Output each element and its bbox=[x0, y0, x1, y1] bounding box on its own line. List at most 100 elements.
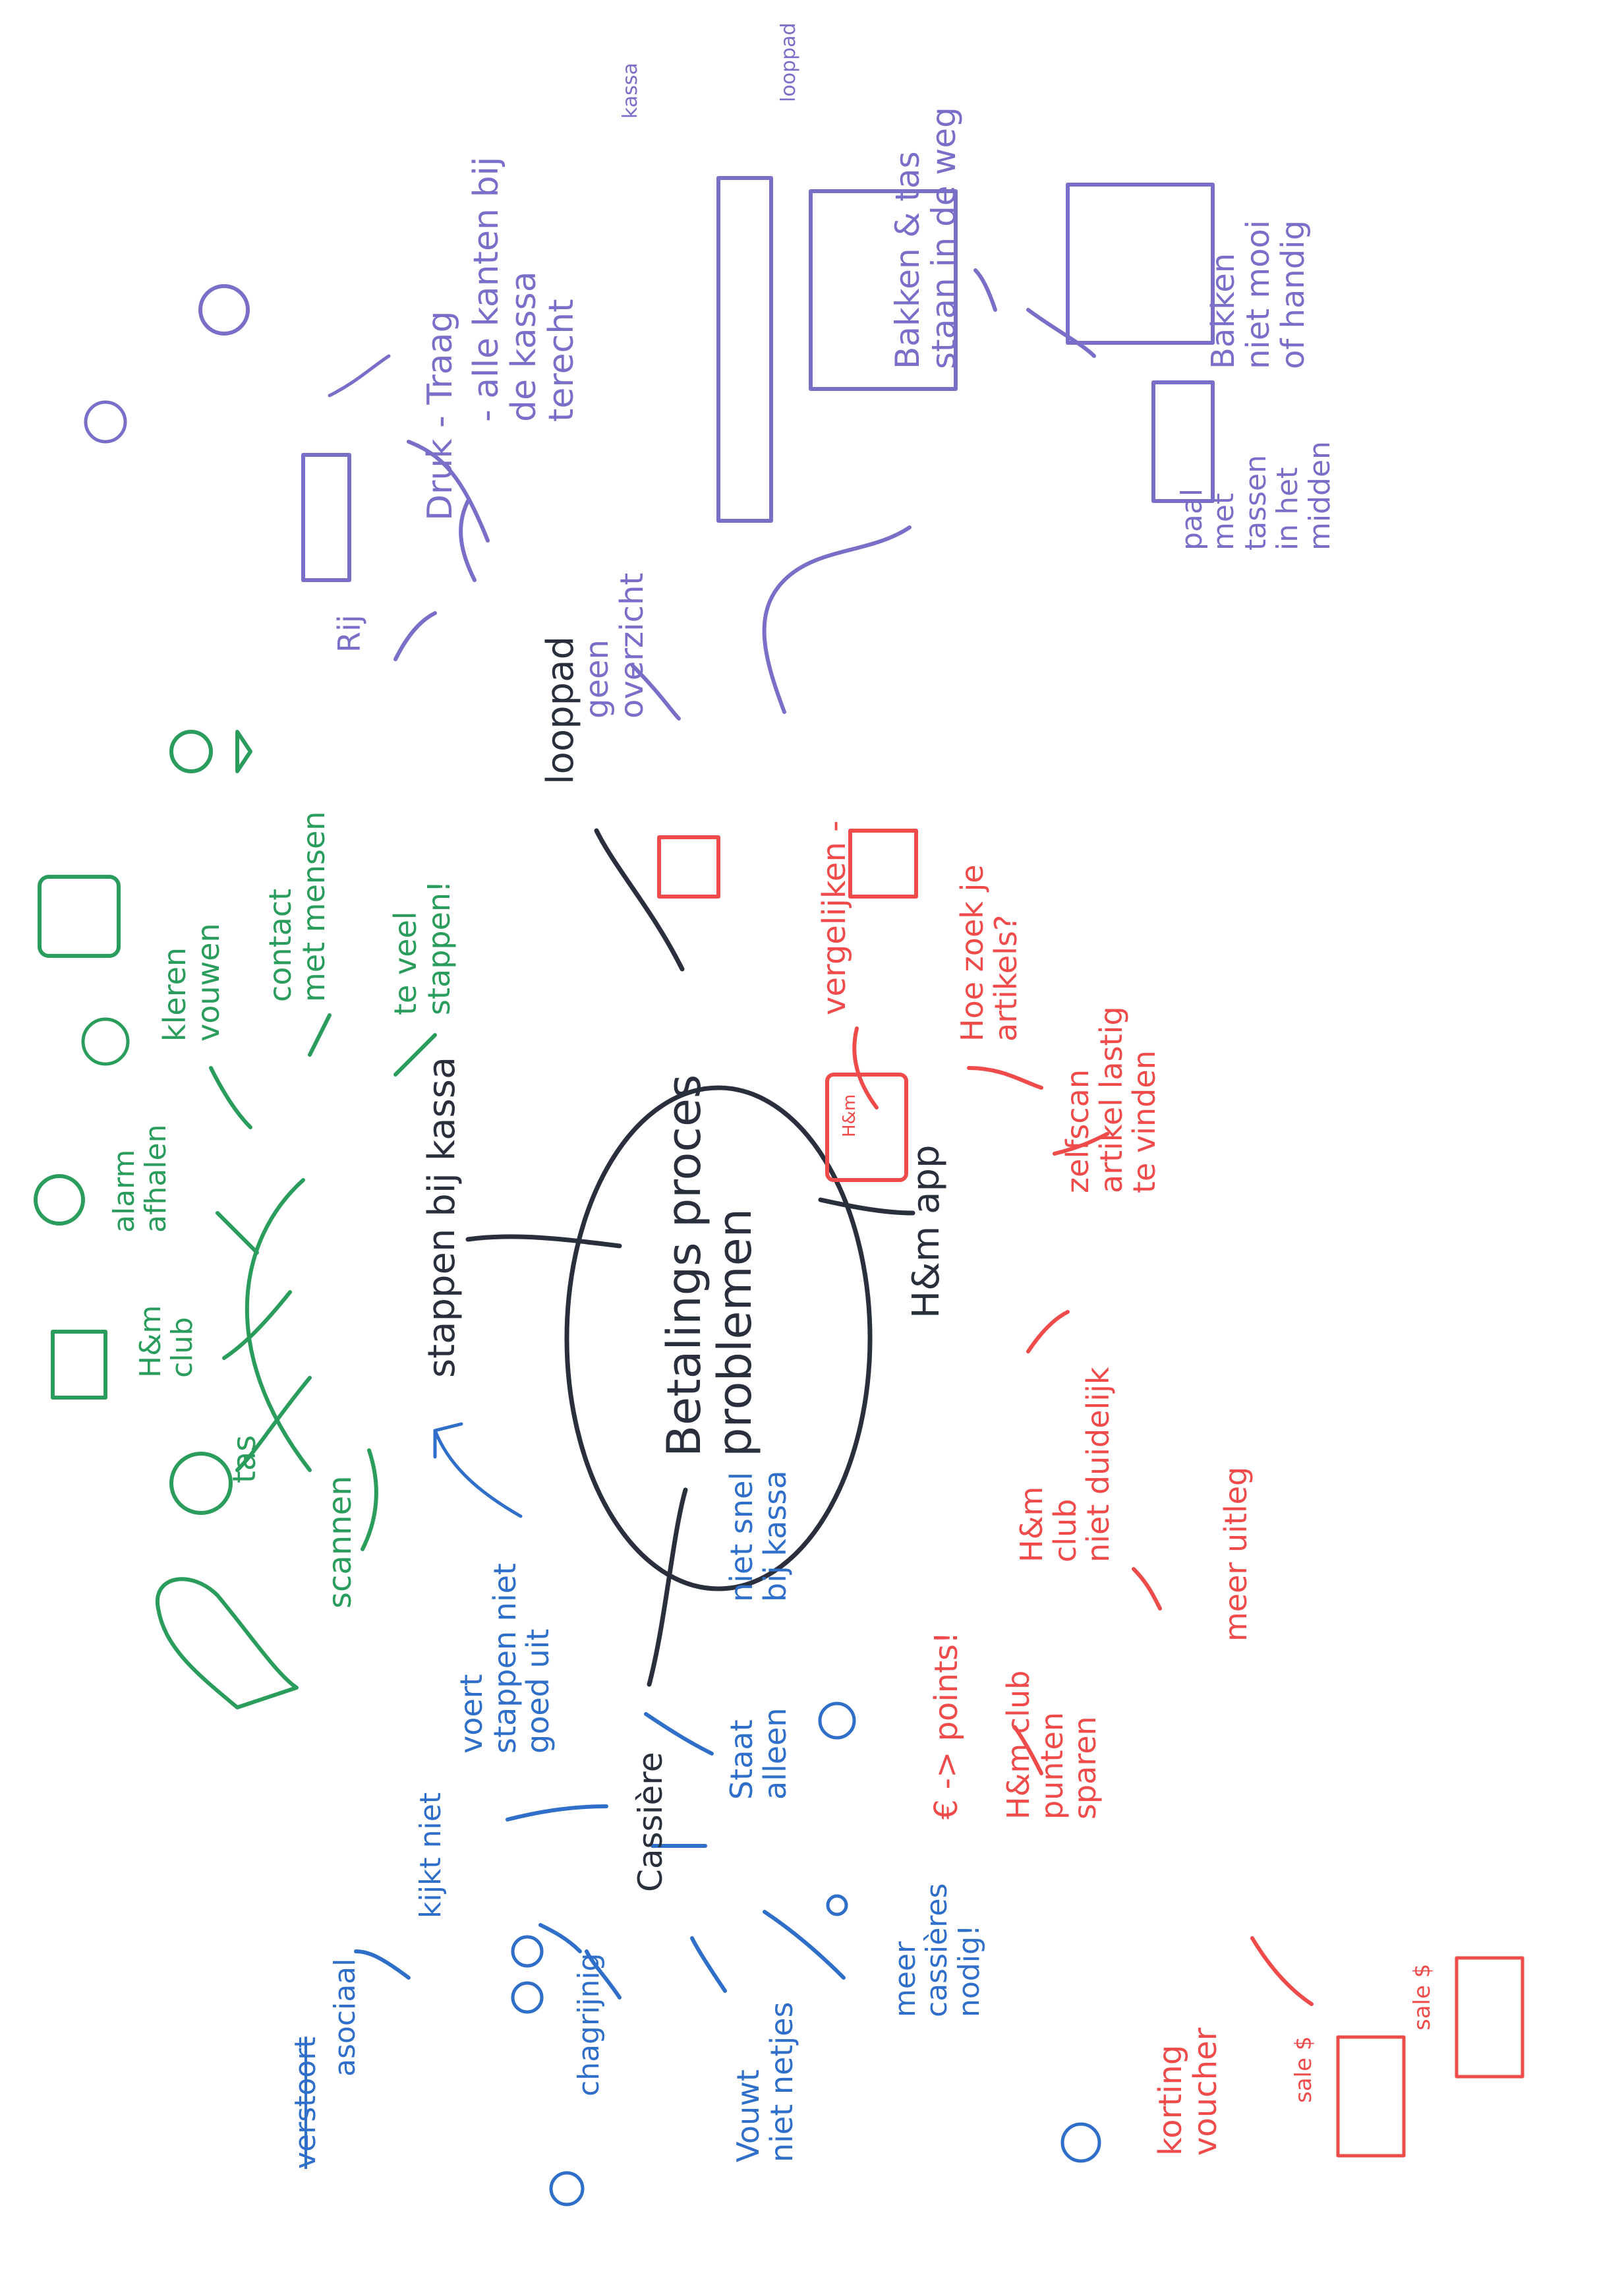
note-points-line-1: € -> points! bbox=[928, 1631, 965, 1820]
central-topic: Betalings proces problemen bbox=[657, 1075, 762, 1457]
note-kijkt-line-1: kijkt niet bbox=[414, 1792, 448, 1918]
note-meer-line-3: nodig! bbox=[952, 1924, 986, 2017]
cassiere-arrow-shaft bbox=[433, 1429, 523, 1518]
note-druk: Druk - Traag bbox=[420, 311, 460, 521]
cassiere-line-asociaal bbox=[354, 1949, 411, 1980]
note-hm-club-line-1: H&m bbox=[134, 1305, 167, 1378]
note-punten-line-3: sparen bbox=[1067, 1716, 1103, 1820]
note-te-veel-line-2: stappen! bbox=[420, 880, 457, 1015]
note-rij-line-1: Rij bbox=[332, 614, 367, 653]
note-rij: Rij bbox=[332, 614, 367, 653]
note-kassa-note: kassa bbox=[619, 63, 642, 119]
note-korting-line-2: voucher bbox=[1186, 2027, 1224, 2156]
note-staat-line-1: Staat bbox=[724, 1719, 759, 1800]
cassiere-line-voert bbox=[506, 1804, 608, 1821]
basket-icon bbox=[1066, 183, 1215, 345]
branch-label-cassiere-text: Cassière bbox=[631, 1752, 670, 1892]
cassiere-line-kijkt bbox=[538, 1923, 582, 1953]
cassiere-arrow-head bbox=[433, 1422, 463, 1459]
bag-pole-icon bbox=[1151, 380, 1215, 503]
note-punten-line-2: punten bbox=[1033, 1712, 1070, 1820]
note-tas-line-1: tas bbox=[226, 1435, 263, 1483]
note-contact-line-1: contact bbox=[262, 888, 298, 1002]
kassa-line-contact bbox=[308, 1013, 332, 1057]
kassa-line-tas bbox=[235, 1376, 312, 1472]
app-line-uitleg bbox=[1132, 1567, 1162, 1611]
branch-line-looppad bbox=[594, 828, 685, 972]
shirt-icon bbox=[848, 829, 918, 899]
note-kijkt: kijkt niet bbox=[414, 1792, 448, 1918]
angry-face-icon bbox=[549, 2171, 585, 2206]
branch-line-app bbox=[818, 1197, 915, 1216]
note-kanten-line-3: terecht bbox=[542, 299, 582, 422]
note-vouwt-line-2: niet netjes bbox=[763, 2001, 799, 2162]
kassa-line-alarm bbox=[216, 1211, 259, 1255]
looppad-line-kanten bbox=[407, 440, 490, 543]
person-alone-icon bbox=[826, 1894, 848, 1916]
kassa-line-scannen bbox=[361, 1448, 378, 1551]
kassa-line-teveel bbox=[393, 1033, 437, 1077]
note-druk-line-1: Druk - Traag bbox=[420, 311, 460, 521]
note-voert-line-3: goed uit bbox=[520, 1628, 556, 1754]
sale-tag-icon-2 bbox=[1455, 1956, 1524, 2079]
frustrated-face-icon bbox=[81, 1017, 130, 1066]
eyes-icon-2 bbox=[511, 1935, 544, 1968]
note-kleren-line-2: vouwen bbox=[190, 923, 226, 1042]
note-uitleg: meer uitleg bbox=[1218, 1466, 1254, 1642]
note-korting-line-1: korting bbox=[1152, 2044, 1189, 2156]
note-scannen-line-1: scannen bbox=[322, 1475, 359, 1609]
kassa-line-kleren bbox=[209, 1066, 252, 1129]
branch-label-app-text: H&m app bbox=[905, 1144, 948, 1318]
looppad-line-overzicht bbox=[631, 664, 681, 721]
note-overzicht-line-2: overzicht bbox=[613, 572, 651, 719]
clock-icon bbox=[198, 284, 250, 336]
note-zelfscan-line-1: zelfscan bbox=[1060, 1069, 1095, 1193]
looppad-line-bakken bbox=[762, 525, 912, 714]
cassiere-line-chagrijnig bbox=[585, 1949, 622, 1999]
app-line-zoek bbox=[967, 1066, 1043, 1090]
note-bakken-mooi-line-3: of handig bbox=[1274, 220, 1312, 369]
note-vergelijken-line-1: vergelijken - bbox=[816, 820, 853, 1015]
note-sale-1: sale $ bbox=[1290, 2036, 1317, 2103]
queue-icon bbox=[301, 453, 351, 582]
note-uitleg-line-1: meer uitleg bbox=[1218, 1466, 1254, 1642]
note-zoek-line-2: artikels? bbox=[987, 914, 1024, 1042]
counter-sketch-icon bbox=[716, 176, 773, 523]
branch-line-kassa bbox=[465, 1234, 622, 1249]
note-kleren-line-1: kleren bbox=[157, 947, 192, 1042]
note-vouwt-line-1: Vouwt bbox=[730, 2069, 766, 2162]
branch-label-kassa: stappen bij kassa bbox=[420, 1057, 463, 1378]
note-voert-line-2: stappen niet bbox=[486, 1563, 523, 1754]
cassiere-line-niet-snel bbox=[644, 1712, 714, 1756]
note-punten-line-1: H&m club bbox=[1000, 1670, 1036, 1820]
counter-bags-icon bbox=[809, 189, 958, 391]
note-kanten-line-2: de kassa bbox=[504, 271, 544, 422]
note-loop-note: looppad bbox=[777, 22, 800, 102]
branch-label-app: H&m app bbox=[905, 1144, 948, 1318]
kassa-line-club bbox=[222, 1290, 292, 1360]
note-paal-line-4: in het bbox=[1271, 467, 1305, 550]
note-zoek-line-1: Hoe zoek je bbox=[954, 864, 990, 1042]
looppad-line-face bbox=[328, 354, 391, 398]
alarm-tag-icon bbox=[34, 1174, 85, 1226]
note-bakken-line-1: Bakken & tas bbox=[888, 151, 927, 369]
note-paal-line-5: midden bbox=[1302, 441, 1337, 550]
note-sale-1-line-1: sale $ bbox=[1290, 2036, 1317, 2103]
note-alarm-line-1: alarm bbox=[107, 1149, 141, 1233]
note-hm-club-line-2: club bbox=[165, 1317, 200, 1378]
shirt-icon-2 bbox=[657, 835, 720, 899]
